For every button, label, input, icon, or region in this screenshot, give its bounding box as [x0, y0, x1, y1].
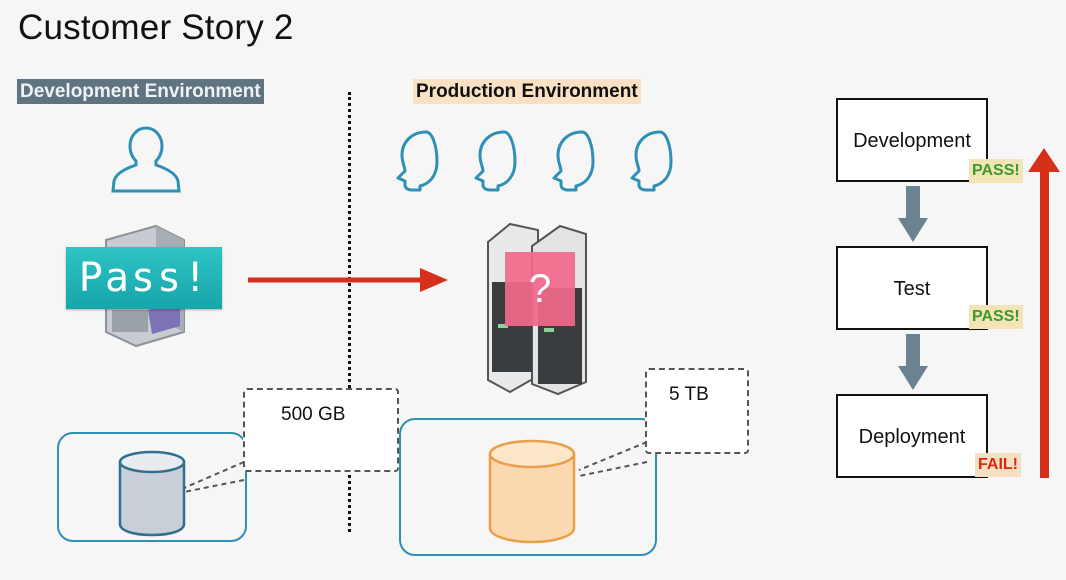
environment-divider	[348, 92, 351, 532]
arrow-up-icon	[1028, 148, 1060, 478]
production-db-size-callout: 5 TB	[645, 368, 749, 454]
arrow-down-icon	[898, 186, 928, 242]
server-status-question: ?	[528, 267, 552, 311]
stage-test-label: Test	[893, 278, 931, 300]
stage-development: Development	[836, 98, 988, 182]
production-user-icon-4	[630, 130, 673, 192]
slide-title: Customer Story 2	[18, 8, 294, 47]
production-user-icon-1	[396, 130, 439, 192]
production-db-size: 5 TB	[669, 384, 709, 405]
stage-deployment-result: FAIL!	[975, 453, 1021, 477]
stage-test: Test	[836, 246, 988, 330]
development-db-size-callout: 500 GB	[243, 388, 399, 472]
stage-development-label: Development	[853, 130, 971, 152]
arrow-right-icon	[248, 268, 448, 292]
development-database-container	[57, 432, 247, 542]
production-database-icon	[488, 439, 576, 544]
developer-user-icon	[111, 126, 181, 193]
callout-pointer	[183, 461, 245, 493]
arrow-down-icon	[898, 334, 928, 390]
production-database-container	[399, 418, 657, 556]
development-db-size: 500 GB	[281, 404, 346, 425]
stage-deployment: Deployment	[836, 394, 988, 478]
stage-deployment-label: Deployment	[858, 426, 966, 448]
production-user-icon-3	[552, 130, 595, 192]
production-environment-label: Production Environment	[413, 79, 641, 104]
development-environment-label: Development Environment	[17, 79, 264, 104]
pass-banner: Pass!	[66, 247, 222, 309]
callout-pointer	[578, 441, 648, 477]
production-user-icon-2	[474, 130, 517, 192]
stage-test-result: PASS!	[969, 305, 1023, 329]
development-database-icon	[118, 450, 186, 537]
stage-development-result: PASS!	[969, 159, 1023, 183]
question-box	[505, 252, 575, 326]
